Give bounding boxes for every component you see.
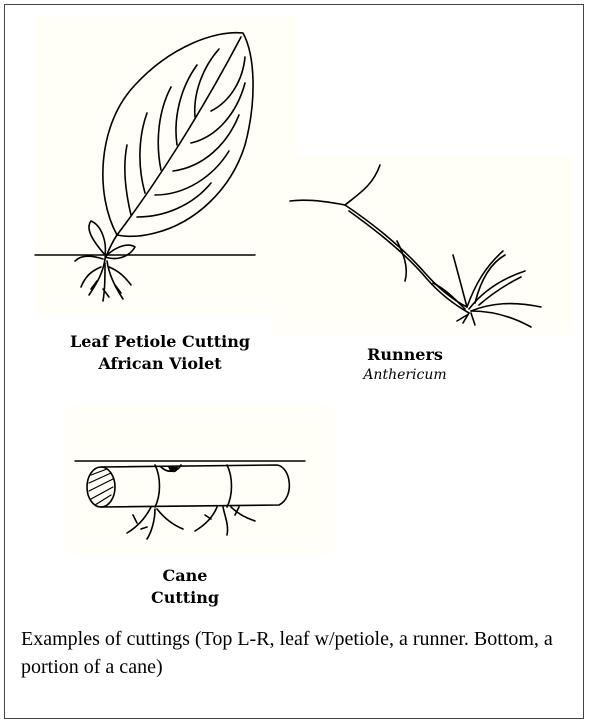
cane-body	[101, 465, 289, 507]
cane-cutting-caption: Cane Cutting	[125, 565, 245, 609]
cane-node	[155, 465, 160, 507]
cane-caption-line2: Cutting	[125, 587, 245, 609]
cane-caption-line1: Cane	[125, 565, 245, 587]
figure-description: Examples of cuttings (Top L-R, leaf w/pe…	[21, 625, 566, 681]
cane-cutting-illustration	[5, 5, 589, 605]
figure-frame: Leaf Petiole Cutting African Violet R	[4, 4, 584, 719]
cane-roots	[127, 507, 151, 533]
